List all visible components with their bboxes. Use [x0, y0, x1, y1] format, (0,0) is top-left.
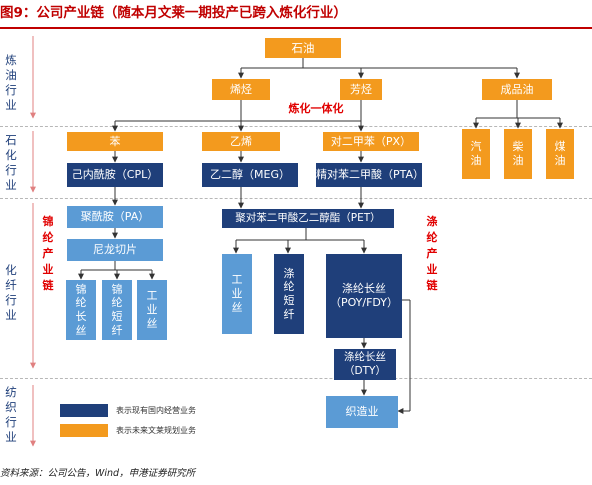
node-olefins: 烯烃: [212, 79, 270, 100]
stage-label-petrochem: 石化行业: [5, 133, 17, 192]
node-poy-fdy: 涤纶长丝（POY/FDY）: [326, 254, 402, 338]
label-refining-integration: 炼化一体化: [288, 102, 344, 115]
node-px: 对二甲苯（PX）: [323, 132, 419, 151]
node-kerosene: 煤油: [546, 129, 574, 179]
legend-swatch-existing: [60, 404, 108, 417]
node-ethylene: 乙烯: [202, 132, 280, 151]
node-weaving: 织造业: [326, 396, 398, 428]
node-aromatics: 芳烃: [340, 79, 382, 100]
node-diesel: 柴油: [504, 129, 532, 179]
node-pta: 精对苯二甲酸（PTA）: [316, 163, 424, 187]
node-dty: 涤纶长丝（DTY）: [334, 349, 396, 380]
separator-refining-petrochem: [0, 126, 592, 127]
node-nylon-filament: 锦纶长丝: [66, 280, 96, 340]
legend-text-future: 表示未来文莱规划业务: [116, 426, 196, 435]
node-industrial-yarn-nylon: 工业丝: [137, 280, 167, 340]
node-crude-oil: 石油: [265, 38, 341, 58]
legend-swatch-future: [60, 424, 108, 437]
source-note: 资料来源：公司公告，Wind，申港证券研究所: [0, 468, 196, 479]
stage-label-refining: 炼油行业: [5, 53, 17, 112]
title-rule: [0, 27, 592, 29]
node-industrial-yarn-pet: 工业丝: [222, 254, 252, 334]
node-refined-oil: 成品油: [482, 79, 552, 100]
node-benzene: 苯: [67, 132, 163, 151]
legend-text-existing: 表示现有国内经营业务: [116, 406, 196, 415]
node-cpl: 己内酰胺（CPL）: [67, 163, 163, 187]
figure-title: 图9：公司产业链（随本月文莱一期投产已跨入炼化行业）: [0, 5, 347, 21]
stage-label-fiber: 化纤行业: [5, 263, 17, 322]
node-pet: 聚对苯二甲酸乙二醇酯（PET）: [222, 209, 394, 228]
node-nylon-staple: 锦纶短纤: [102, 280, 132, 340]
node-meg: 乙二醇（MEG）: [202, 163, 298, 187]
label-polyester-chain: 涤纶产业链: [426, 215, 438, 292]
node-gasoline: 汽油: [462, 129, 490, 179]
node-pa: 聚酰胺（PA）: [67, 206, 163, 228]
stage-label-textile: 纺织行业: [5, 385, 17, 444]
separator-petrochem-fiber: [0, 198, 592, 199]
node-polyester-staple: 涤纶短纤: [274, 254, 304, 334]
separator-fiber-textile: [0, 378, 592, 379]
label-nylon-chain: 锦纶产业链: [42, 215, 54, 292]
node-nylon-chips: 尼龙切片: [67, 239, 163, 261]
